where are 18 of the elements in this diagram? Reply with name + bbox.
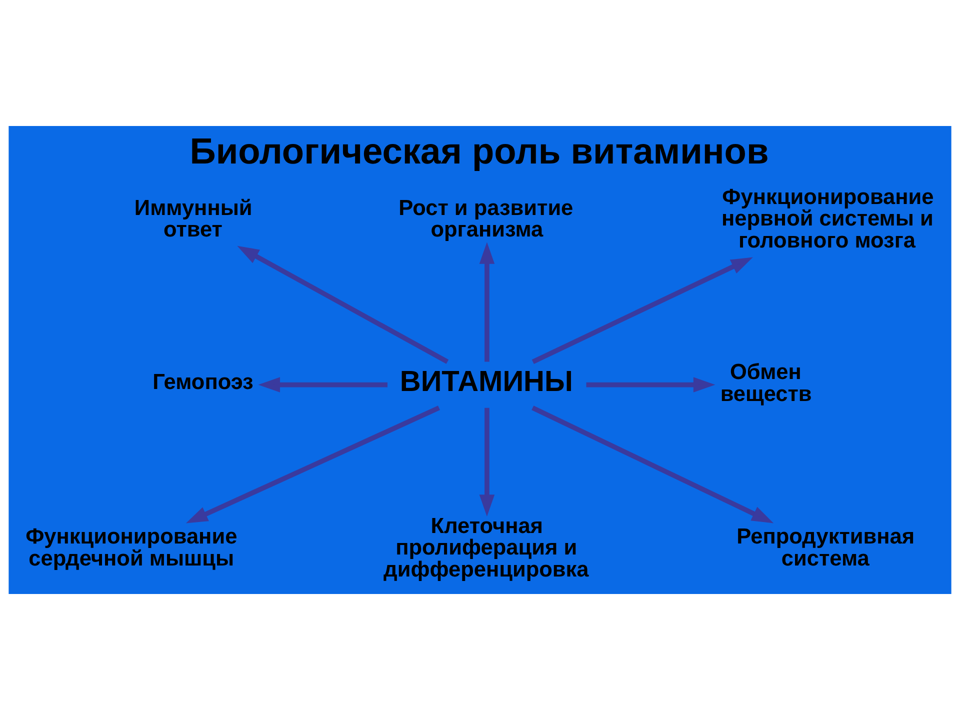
- diagram-title: Биологическая роль витаминов: [190, 130, 769, 172]
- arrow: [479, 408, 495, 516]
- arrow: [532, 257, 753, 364]
- arrow: [186, 406, 440, 524]
- node-text: Обмен веществ: [720, 359, 812, 406]
- arrow: [479, 242, 495, 362]
- node-text: Функционирование нервной системы и головного мозга: [722, 184, 934, 252]
- node-text: Рост и развитие организма: [398, 194, 574, 242]
- node-text: Клеточная пролиферация и дифференцировка: [384, 512, 589, 582]
- arrow: [532, 406, 774, 524]
- node-text: Функционирование сердечной мышцы: [26, 524, 238, 570]
- node-text: ВИТАМИНЫ: [400, 366, 573, 398]
- arrow: [586, 377, 716, 392]
- node-text: Иммунный ответ: [134, 194, 252, 242]
- node-text: Репродуктивная система: [736, 524, 915, 570]
- arrow: [258, 377, 388, 392]
- arrow: [237, 246, 449, 364]
- node-text: Гемопоэз: [152, 368, 254, 394]
